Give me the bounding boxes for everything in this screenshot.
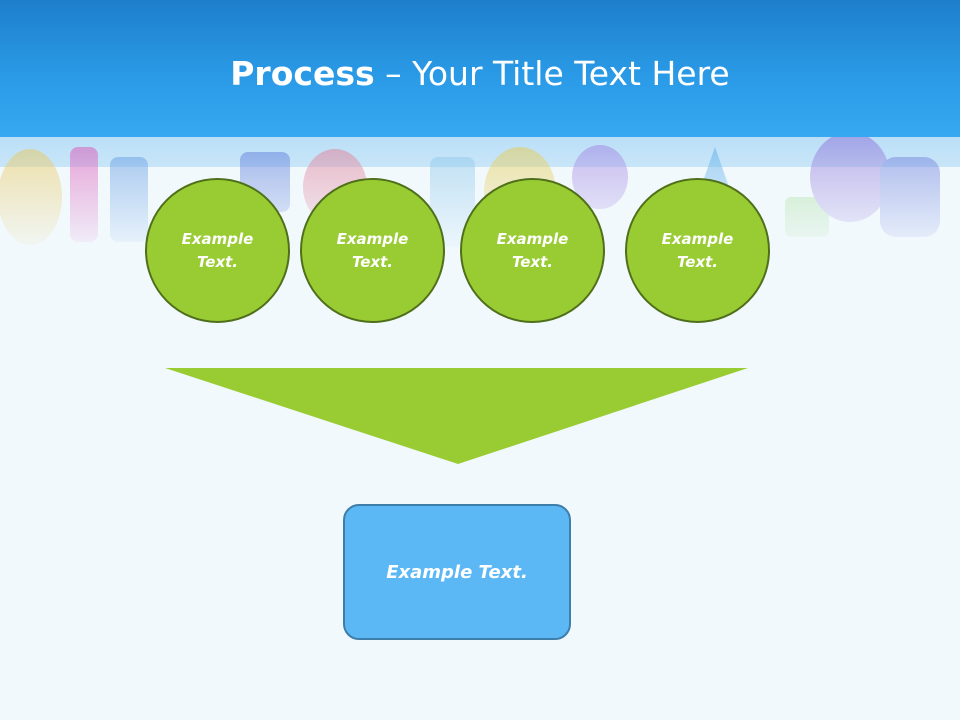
process-step-circle-2: Example Text. (300, 178, 445, 323)
process-step-circle-3: Example Text. (460, 178, 605, 323)
title-bold: Process (230, 54, 375, 93)
circle-label-2: Example Text. (336, 229, 409, 271)
title-rest: – Your Title Text Here (374, 54, 730, 93)
circle-label-1: Example Text. (181, 229, 254, 271)
circle-label-4: Example Text. (661, 229, 734, 271)
slide-title: Process – Your Title Text Here (0, 52, 960, 96)
result-label: Example Text. (386, 561, 528, 583)
funnel-triangle (165, 368, 748, 464)
result-box: Example Text. (343, 504, 571, 640)
process-step-circle-4: Example Text. (625, 178, 770, 323)
title-bar: Process – Your Title Text Here (0, 0, 960, 137)
circle-label-3: Example Text. (496, 229, 569, 271)
process-step-circle-1: Example Text. (145, 178, 290, 323)
